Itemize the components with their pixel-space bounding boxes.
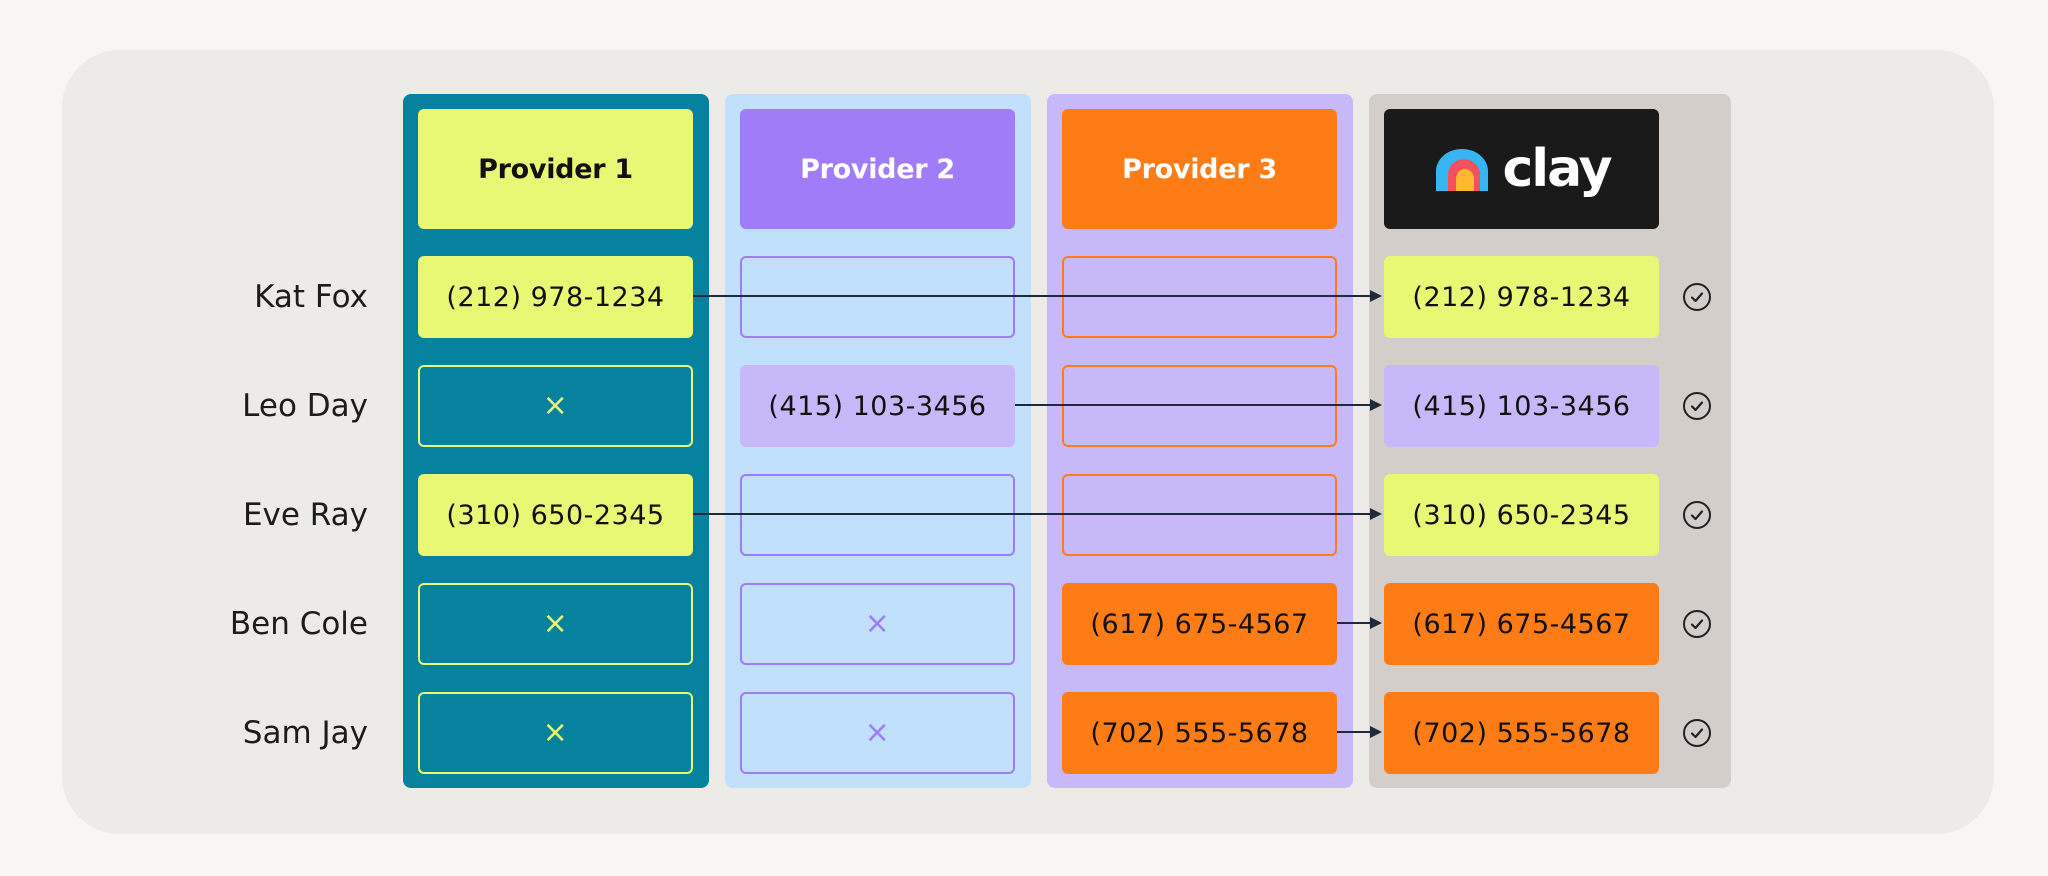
arrowhead-icon — [1370, 617, 1382, 629]
check-circle-icon — [1683, 283, 1711, 311]
row-label: Kat Fox — [254, 279, 368, 315]
x-icon: × — [542, 606, 569, 641]
row-label: Ben Cole — [229, 606, 368, 642]
no-result-cell: × — [418, 692, 693, 774]
row-label: Leo Day — [242, 388, 368, 424]
result-cell: (212) 978-1234 — [1384, 256, 1659, 338]
phone-cell: (310) 650-2345 — [418, 474, 693, 556]
x-icon: × — [542, 715, 569, 750]
provider-header-2: Provider 2 — [740, 109, 1015, 229]
arrowhead-icon — [1370, 399, 1382, 411]
result-cell: (310) 650-2345 — [1384, 474, 1659, 556]
provider-header-3: Provider 3 — [1062, 109, 1337, 229]
result-cell: (702) 555-5678 — [1384, 692, 1659, 774]
check-circle-icon — [1683, 719, 1711, 747]
phone-cell: (702) 555-5678 — [1062, 692, 1337, 774]
phone-cell: (617) 675-4567 — [1062, 583, 1337, 665]
clay-logo-icon — [1432, 145, 1496, 193]
x-icon: × — [864, 606, 891, 641]
clay-header: clay — [1384, 109, 1659, 229]
phone-cell: (212) 978-1234 — [418, 256, 693, 338]
check-circle-icon — [1683, 392, 1711, 420]
clay-logo-text: clay — [1502, 139, 1612, 199]
check-circle-icon — [1683, 610, 1711, 638]
no-result-cell: × — [740, 692, 1015, 774]
result-cell: (415) 103-3456 — [1384, 365, 1659, 447]
no-result-cell: × — [418, 365, 693, 447]
row-label: Sam Jay — [242, 715, 368, 751]
arrowhead-icon — [1370, 290, 1382, 302]
phone-cell: (415) 103-3456 — [740, 365, 1015, 447]
no-result-cell: × — [740, 583, 1015, 665]
row-label: Eve Ray — [242, 497, 368, 533]
arrowhead-icon — [1370, 726, 1382, 738]
check-circle-icon — [1683, 501, 1711, 529]
result-cell: (617) 675-4567 — [1384, 583, 1659, 665]
x-icon: × — [542, 388, 569, 423]
provider-header-1: Provider 1 — [418, 109, 693, 229]
x-icon: × — [864, 715, 891, 750]
no-result-cell: × — [418, 583, 693, 665]
arrowhead-icon — [1370, 508, 1382, 520]
